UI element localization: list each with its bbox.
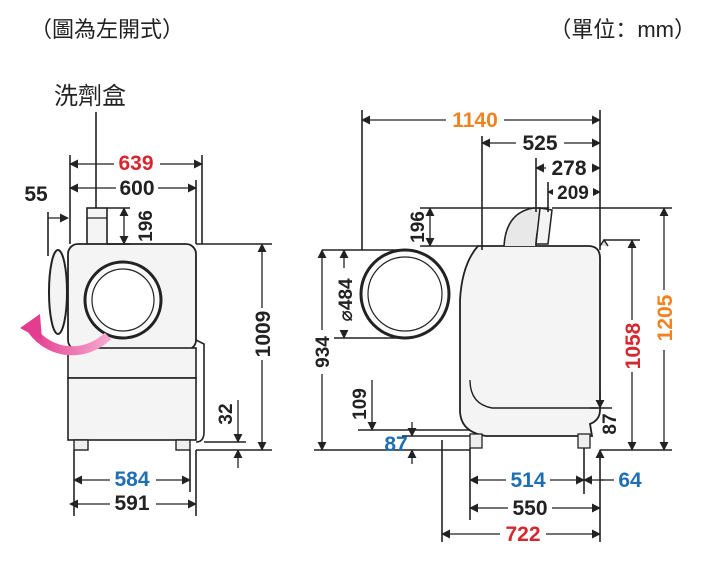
dim-base-depth: 550 (512, 497, 547, 520)
dim-detergent-offset: 55 (24, 183, 48, 206)
unit-note: （單位：mm） (549, 17, 696, 42)
dim-top-to-door: 525 (522, 132, 557, 155)
dim-front-height: 1009 (252, 311, 275, 358)
dim-total-height: 1205 (654, 294, 677, 341)
side-body (459, 245, 601, 437)
detergent-box (86, 207, 108, 247)
dim-rear-offset: 64 (618, 469, 642, 492)
dim-detergent-height: 196 (136, 210, 157, 242)
dim-handle-depth: 278 (551, 157, 586, 180)
dim-overall-depth: 722 (505, 523, 540, 546)
opening-side-note: （圖為左開式） (30, 17, 185, 42)
dim-foot-depth: 514 (510, 469, 545, 492)
dim-total-width: 639 (118, 152, 153, 175)
dim-handle-inner: 209 (557, 183, 589, 204)
dim-handle-height: 196 (408, 211, 429, 243)
front-view: 洗劑盒 639 600 55 (20, 83, 276, 516)
dim-hose-height: 32 (216, 403, 237, 424)
dim-door-center-height: 934 (313, 336, 334, 368)
detergent-box-label: 洗劑盒 (54, 83, 126, 110)
dim-door-diameter: ⌀484 (336, 278, 357, 322)
dim-side-height: 1058 (622, 322, 645, 369)
dim-body-width: 600 (119, 177, 154, 200)
dim-base-87-right: 87 (600, 413, 621, 434)
dim-foot-outer: 591 (114, 492, 149, 515)
dim-base-109: 109 (350, 388, 371, 420)
side-view: 1140 525 278 209 196 ⌀484 934 (310, 108, 677, 546)
dim-total-depth: 1140 (452, 109, 498, 132)
dim-foot-inner: 584 (114, 468, 149, 491)
dim-base-87-left: 87 (384, 433, 407, 456)
